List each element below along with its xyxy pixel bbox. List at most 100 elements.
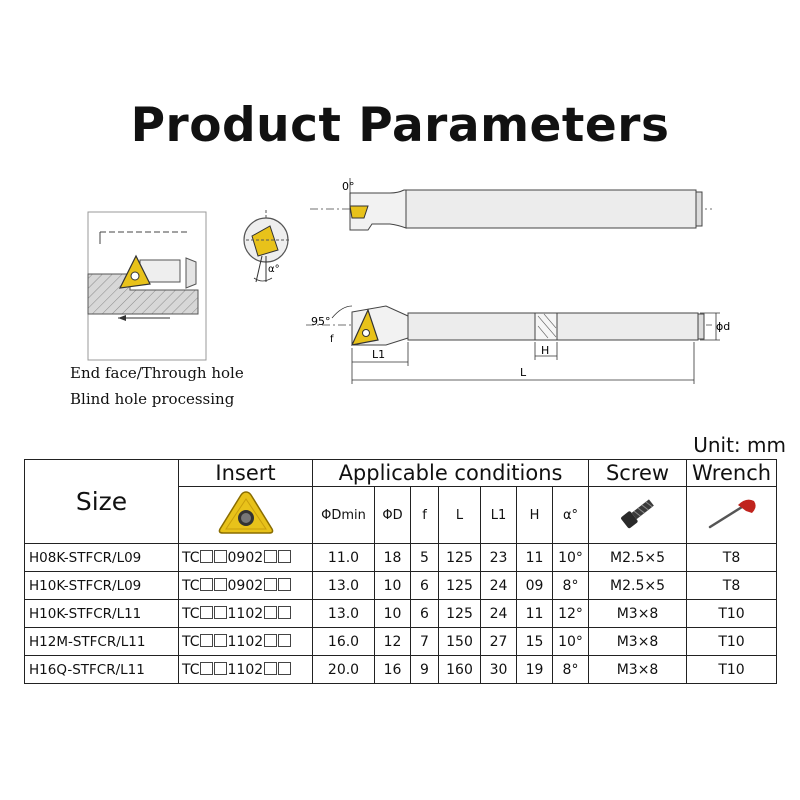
- l1-cell: 24: [480, 599, 517, 628]
- workpiece-diagram: [87, 211, 207, 361]
- f-cell: 6: [410, 599, 439, 628]
- insert-code-text: TC: [182, 549, 200, 566]
- placeholder-box-icon: [277, 577, 291, 591]
- insert-code-text: 1102: [227, 633, 264, 650]
- conditions-header: Applicable conditions: [311, 459, 590, 487]
- dmin-cell: 13.0: [312, 599, 375, 628]
- l-label: L: [520, 366, 527, 379]
- insert-code-text: TC: [182, 633, 200, 650]
- insert-code-text: TC: [182, 605, 200, 622]
- placeholder-box-icon: [214, 605, 228, 619]
- approach-angle-label: 95°: [311, 315, 331, 328]
- screw-image-cell: [588, 486, 688, 544]
- subheader-f: f: [410, 486, 439, 544]
- placeholder-box-icon: [277, 605, 291, 619]
- wrench-cell: T8: [686, 543, 778, 572]
- placeholder-box-icon: [263, 549, 277, 563]
- alpha-cell: 8°: [551, 655, 590, 684]
- l1-cell: 24: [480, 571, 517, 600]
- bar-side-view: 95° f L1 H L ϕd: [306, 305, 730, 384]
- arrow-left-icon: [118, 315, 126, 321]
- placeholder-box-icon: [263, 633, 277, 647]
- dmin-cell: 16.0: [312, 627, 375, 656]
- wrench-image-cell: [686, 486, 778, 544]
- placeholder-box-icon: [214, 633, 228, 647]
- l-cell: 160: [438, 655, 481, 684]
- screw-cell: M3×8: [588, 599, 688, 628]
- placeholder-box-icon: [277, 633, 291, 647]
- f-cell: 5: [410, 543, 439, 572]
- placeholder-box-icon: [263, 577, 277, 591]
- insert-code-text: 0902: [227, 549, 264, 566]
- dmin-cell: 20.0: [312, 655, 375, 684]
- placeholder-box-icon: [277, 661, 291, 675]
- d-cell: 18: [374, 543, 411, 572]
- bar-top-view: 0°: [310, 178, 712, 231]
- subheader-h: H: [516, 486, 553, 544]
- placeholder-box-icon: [200, 661, 214, 675]
- wrench-icon: [708, 499, 756, 529]
- l1-cell: 27: [480, 627, 517, 656]
- insert-code-cell: TC 1102: [178, 599, 313, 628]
- d-label: ϕd: [716, 320, 730, 333]
- wrench-cell: T8: [686, 571, 778, 600]
- insert-code-text: 0902: [227, 577, 264, 594]
- size-cell: H10K-STFCR/L11: [24, 599, 179, 628]
- h-cell: 19: [516, 655, 553, 684]
- size-cell: H12M-STFCR/L11: [24, 627, 179, 656]
- subheader-l: L: [438, 486, 481, 544]
- caption-blind-hole: Blind hole processing: [70, 390, 235, 408]
- dmin-cell: 13.0: [312, 571, 375, 600]
- screw-cell: M2.5×5: [588, 571, 688, 600]
- placeholder-box-icon: [200, 605, 214, 619]
- size-cell: H08K-STFCR/L09: [24, 543, 179, 572]
- placeholder-box-icon: [214, 549, 228, 563]
- h-cell: 09: [516, 571, 553, 600]
- caption-end-face: End face/Through hole: [70, 364, 244, 382]
- d-cell: 10: [374, 599, 411, 628]
- wrench-cell: T10: [686, 655, 778, 684]
- l-cell: 150: [438, 627, 481, 656]
- screw-cell: M2.5×5: [588, 543, 688, 572]
- d-cell: 16: [374, 655, 411, 684]
- d-cell: 12: [374, 627, 411, 656]
- wrench-cell: T10: [686, 627, 778, 656]
- alpha-cell: 10°: [551, 543, 590, 572]
- h-cell: 11: [516, 599, 553, 628]
- alpha-cell: 12°: [551, 599, 590, 628]
- l1-cell: 30: [480, 655, 517, 684]
- l1-cell: 23: [480, 543, 517, 572]
- h-cell: 11: [516, 543, 553, 572]
- h-label: H: [541, 344, 549, 357]
- insert-code-cell: TC 0902: [178, 543, 313, 572]
- insert-code-cell: TC 1102: [178, 627, 313, 656]
- screw-icon: [620, 499, 654, 529]
- dmin-cell: 11.0: [312, 543, 375, 572]
- subheader-d: ΦD: [374, 486, 411, 544]
- f-cell: 9: [410, 655, 439, 684]
- l1-label: L1: [372, 348, 385, 361]
- alpha-cell: 10°: [551, 627, 590, 656]
- insert-code-text: 1102: [227, 605, 264, 622]
- l-cell: 125: [438, 571, 481, 600]
- size-cell: H10K-STFCR/L09: [24, 571, 179, 600]
- size-cell: H16Q-STFCR/L11: [24, 655, 179, 684]
- l-cell: 125: [438, 599, 481, 628]
- placeholder-box-icon: [263, 605, 277, 619]
- screw-cell: M3×8: [588, 655, 688, 684]
- subheader-l1: L1: [480, 486, 517, 544]
- triangular-insert-icon: [218, 491, 273, 534]
- wrench-header: Wrench: [686, 459, 778, 487]
- screw-header: Screw: [588, 459, 688, 487]
- end-view-diagram: α°: [243, 210, 290, 283]
- insert-code-text: 1102: [227, 661, 264, 678]
- h-cell: 15: [516, 627, 553, 656]
- f-cell: 6: [410, 571, 439, 600]
